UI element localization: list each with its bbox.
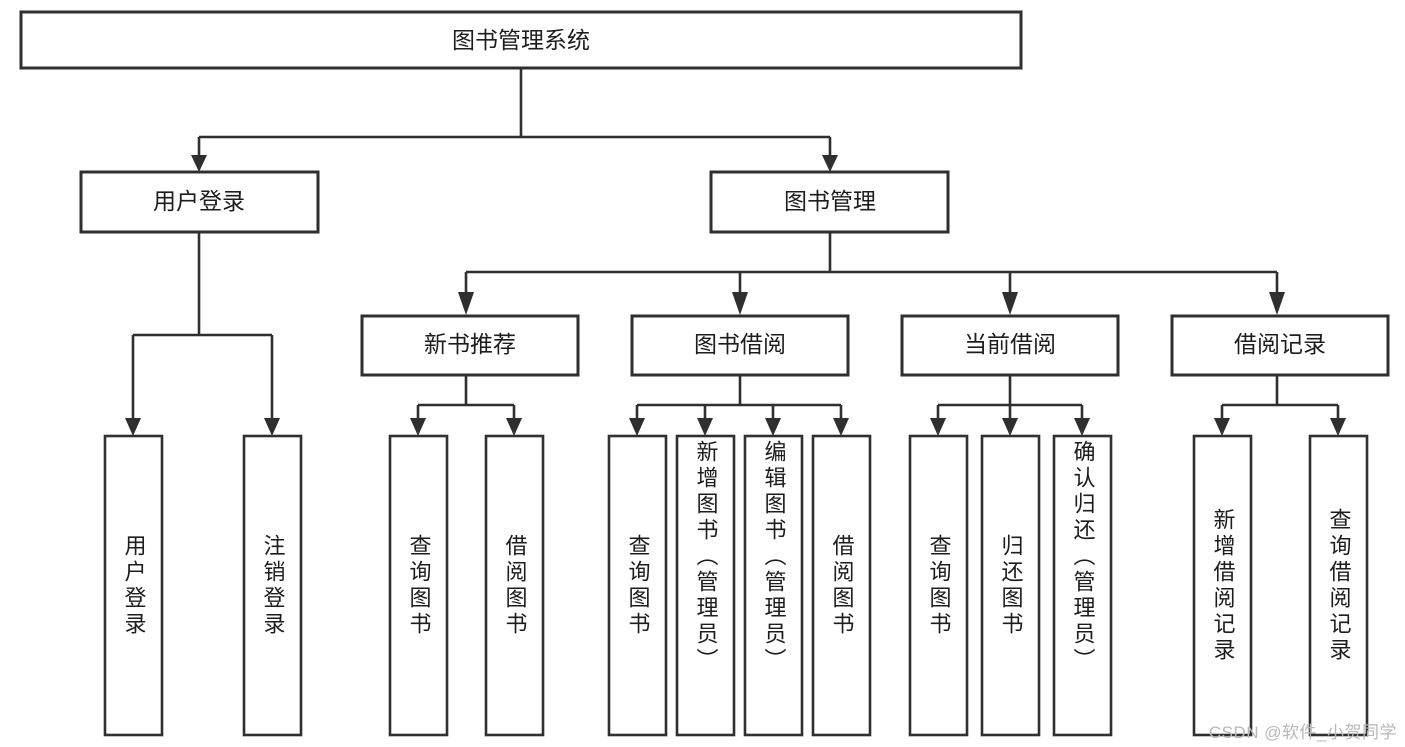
leaf-current-borrow-1-box (908, 434, 969, 737)
node-book-borrow-box (630, 314, 850, 377)
leaf-book-borrow-3-box (743, 434, 804, 737)
arrow-root-to-book-mgmt (822, 155, 838, 172)
leaf-user-login-2[interactable] (242, 434, 303, 737)
leaf-book-borrow-1-box (607, 434, 668, 737)
leaf-user-login-2-label: 注销登录 (260, 533, 286, 638)
node-current-borrow-box (900, 314, 1120, 377)
leaf-book-borrow-1-label-wrap: 查询图书 (609, 436, 666, 735)
arrow-book-borrow-leaf-3 (765, 418, 781, 436)
leaf-current-borrow-1[interactable] (908, 434, 969, 737)
arrow-bm-to-book-borrow (732, 292, 748, 315)
leaf-book-borrow-4[interactable] (811, 434, 872, 737)
leaf-new-book-2-box (484, 434, 545, 737)
arrow-new-book-leaf-2 (506, 418, 522, 436)
arrow-user-login-leaf-2 (264, 418, 280, 436)
arrow-current-borrow-leaf-2 (1002, 418, 1018, 436)
arrow-current-borrow-leaf-1 (930, 418, 946, 436)
node-book-management-label: 图书管理 (784, 188, 876, 214)
node-book-management[interactable]: 图书管理 (709, 170, 950, 234)
arrow-bm-to-borrow-record (1269, 292, 1285, 315)
leaf-new-book-2-label: 借阅图书 (502, 533, 528, 638)
node-root-system[interactable]: 图书管理系统 (19, 10, 1023, 70)
arrow-bm-to-new-book (458, 292, 474, 315)
leaf-borrow-record-2[interactable] (1308, 434, 1369, 737)
node-current-borrow[interactable]: 当前借阅 (900, 314, 1120, 377)
arrow-bm-to-current-borrow (1002, 292, 1018, 315)
node-root-box (19, 10, 1023, 70)
leaf-current-borrow-1-label-wrap: 查询图书 (910, 436, 967, 735)
node-new-book-recommend-label: 新书推荐 (424, 331, 516, 357)
leaf-book-borrow-3-label-wrap: 编辑图书（管理员） (745, 440, 802, 731)
leaf-user-login-2-label-wrap: 注销登录 (244, 436, 301, 735)
leaf-user-login-2-box (242, 434, 303, 737)
leaf-borrow-record-1-label-wrap: 新增借阅记录 (1194, 436, 1251, 735)
leaf-new-book-1[interactable] (388, 434, 449, 737)
arrow-book-borrow-leaf-1 (629, 418, 645, 436)
arrow-new-book-leaf-1 (410, 418, 426, 436)
leaf-book-borrow-1[interactable] (607, 434, 668, 737)
arrow-borrow-record-leaf-2 (1330, 418, 1346, 436)
arrow-book-borrow-leaf-2 (697, 418, 713, 436)
leaf-book-borrow-2-label-wrap: 新增图书（管理员） (677, 440, 734, 731)
leaf-new-book-2-label-wrap: 借阅图书 (486, 436, 543, 735)
leaf-borrow-record-2-box (1308, 434, 1369, 737)
leaf-user-login-1-label: 用户登录 (121, 533, 147, 638)
leaf-book-borrow-1-label: 查询图书 (625, 533, 651, 638)
leaf-current-borrow-3-box (1052, 434, 1113, 737)
leaf-current-borrow-2-label: 归还图书 (998, 533, 1024, 638)
leaf-current-borrow-2-box (980, 434, 1041, 737)
leaf-borrow-record-1[interactable] (1192, 434, 1253, 737)
node-borrow-record-label: 借阅记录 (1234, 331, 1326, 357)
leaf-book-borrow-2[interactable] (675, 434, 736, 737)
arrow-borrow-record-leaf-1 (1214, 418, 1230, 436)
arrow-current-borrow-leaf-3 (1074, 418, 1090, 436)
leaf-borrow-record-1-label: 新增借阅记录 (1210, 507, 1236, 664)
leaf-borrow-record-2-label-wrap: 查询借阅记录 (1310, 436, 1367, 735)
arrow-root-to-user-login (191, 155, 207, 172)
leaf-current-borrow-3-label-wrap: 确认归还（管理员） (1054, 440, 1111, 731)
connector-layer (125, 68, 1346, 436)
node-borrow-record-box (1170, 314, 1390, 377)
leaf-new-book-2[interactable] (484, 434, 545, 737)
node-root-label: 图书管理系统 (452, 27, 590, 53)
leaf-current-borrow-1-label: 查询图书 (926, 533, 952, 638)
leaf-book-borrow-3[interactable] (743, 434, 804, 737)
leaf-user-login-1-box (103, 434, 164, 737)
leaf-current-borrow-3[interactable] (1052, 434, 1113, 737)
leaf-book-borrow-2-label: 新增图书（管理员） (693, 440, 719, 674)
csdn-watermark: CSDN @软件_小贺同学 (1208, 723, 1397, 742)
arrow-book-borrow-leaf-4 (833, 418, 849, 436)
leaf-book-borrow-4-label: 借阅图书 (829, 533, 855, 638)
node-borrow-record[interactable]: 借阅记录 (1170, 314, 1390, 377)
leaf-book-borrow-2-box (675, 434, 736, 737)
leaf-new-book-1-label-wrap: 查询图书 (390, 436, 447, 735)
leaf-current-borrow-2-label-wrap: 归还图书 (982, 436, 1039, 735)
node-book-borrow[interactable]: 图书借阅 (630, 314, 850, 377)
node-user-login-box (79, 170, 320, 234)
node-book-management-box (709, 170, 950, 234)
leaf-current-borrow-3-label: 确认归还（管理员） (1070, 440, 1096, 674)
leaf-new-book-1-label: 查询图书 (406, 533, 432, 638)
node-user-login-label: 用户登录 (153, 188, 245, 214)
leaf-book-borrow-4-label-wrap: 借阅图书 (813, 436, 870, 735)
leaf-new-book-1-box (388, 434, 449, 737)
leaf-book-borrow-3-label: 编辑图书（管理员） (761, 440, 787, 674)
leaf-borrow-record-2-label: 查询借阅记录 (1326, 507, 1352, 664)
node-new-book-recommend-box (360, 314, 580, 377)
node-new-book-recommend[interactable]: 新书推荐 (360, 314, 580, 377)
leaf-user-login-1[interactable] (103, 434, 164, 737)
leaf-user-login-1-label-wrap: 用户登录 (105, 436, 162, 735)
node-book-borrow-label: 图书借阅 (694, 331, 786, 357)
arrow-user-login-leaf-1 (125, 418, 141, 436)
node-user-login[interactable]: 用户登录 (79, 170, 320, 234)
leaf-book-borrow-4-box (811, 434, 872, 737)
leaf-current-borrow-2[interactable] (980, 434, 1041, 737)
leaf-borrow-record-1-box (1192, 434, 1253, 737)
node-current-borrow-label: 当前借阅 (964, 331, 1056, 357)
